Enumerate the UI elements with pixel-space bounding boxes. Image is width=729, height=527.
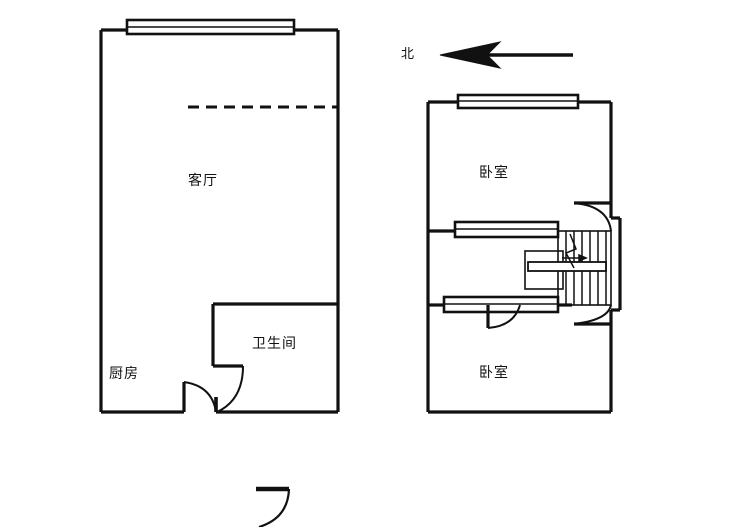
room-label-living-room: 客厅	[188, 173, 218, 189]
bathroom-partition-walls	[211, 302, 338, 368]
room-label-bedroom-south: 卧室	[479, 365, 509, 381]
north-arrow-head	[439, 41, 502, 69]
lower-floor-plan	[99, 18, 340, 414]
bathroom-door-swing-arc	[216, 365, 244, 413]
north-label: 北	[401, 47, 415, 62]
entry-door	[182, 381, 217, 413]
bedroom-south-door	[573, 304, 612, 326]
stair-break-line	[564, 233, 577, 269]
bathroom-door	[214, 365, 244, 413]
living-room-window	[125, 18, 296, 36]
entry-door-swing-arc	[183, 381, 217, 413]
bedroom-north-door-swing-arc	[573, 202, 612, 232]
room-label-bedroom-north: 卧室	[479, 165, 509, 181]
bedroom-south-entry-door	[486, 304, 521, 329]
stair-railing	[527, 261, 607, 272]
lower-floor-outer-walls	[99, 28, 340, 414]
stair-lower-partition	[428, 295, 572, 314]
upper-floor-plan	[426, 93, 622, 414]
upper-floor-outer-walls	[426, 100, 622, 414]
bedroom-south-door-swing-arc	[573, 304, 612, 325]
bedroom-north-door	[573, 201, 612, 232]
bedroom-north-window	[456, 93, 580, 110]
room-label-kitchen: 厨房	[109, 366, 139, 382]
stair-up-arrow-icon	[562, 253, 588, 263]
staircase	[524, 230, 612, 306]
north-arrow	[439, 41, 573, 69]
partial-door-swing-arc	[258, 488, 291, 527]
bedroom-south-door-arc-inner	[487, 304, 521, 329]
room-label-bathroom: 卫生间	[252, 336, 297, 352]
partial-door-symbol	[256, 486, 291, 527]
stair-upper-partition	[428, 220, 560, 239]
